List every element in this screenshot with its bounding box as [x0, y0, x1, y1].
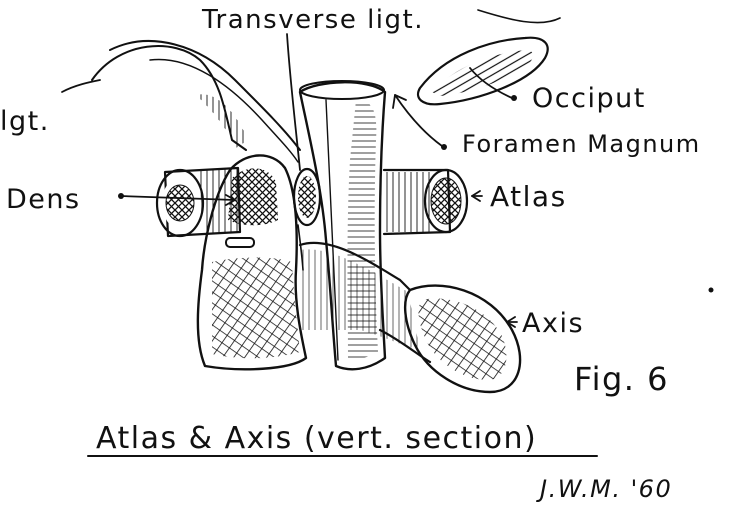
caption-title: Atlas & Axis (vert. section): [96, 421, 537, 456]
occiput-label: Occiput: [532, 83, 646, 114]
atlas-pointer: [472, 191, 482, 201]
foramen-magnum-label: Foramen Magnum: [462, 130, 701, 158]
left-ligament-label: lgt.: [0, 106, 50, 137]
axis-label: Axis: [522, 308, 584, 339]
atlas-right-lateral-mass: [384, 170, 467, 234]
transverse-ligament-label: Transverse ligt.: [201, 5, 424, 35]
figure-number-label: Fig. 6: [574, 360, 669, 398]
stray-ink-dot: [709, 288, 714, 293]
atlas-label: Atlas: [490, 180, 567, 213]
artist-signature: J.W.M. '60: [536, 475, 672, 503]
dens-label: Dens: [6, 184, 81, 215]
transverse-ligament: [287, 34, 320, 270]
axis-lateral-process: [300, 243, 520, 392]
atlas-left-lateral-mass: [157, 168, 240, 236]
alar-ligament-bands: [62, 41, 300, 162]
